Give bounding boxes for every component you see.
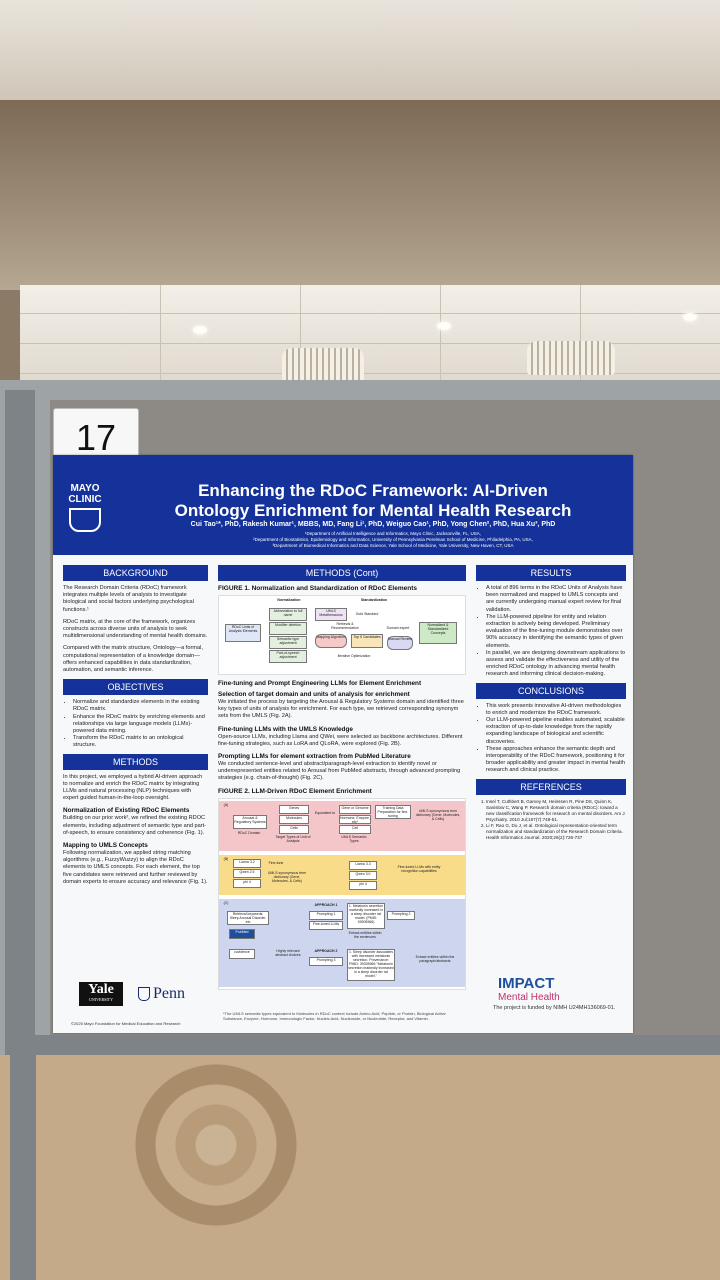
- ceiling-grid: [20, 285, 720, 395]
- fig2-panel-c: (C) Retrieval keywords: Sleep Arousal Di…: [219, 898, 465, 987]
- column-right: RESULTS A total of 896 terms in the RDoC…: [476, 565, 626, 841]
- list-item: Normalize and standardize elements in th…: [73, 699, 208, 713]
- research-poster: MAYO CLINIC Enhancing the RDoC Framework…: [53, 455, 633, 1033]
- ceiling-soffit: [0, 100, 720, 290]
- list-item: Enhance the RDoC matrix by enriching ele…: [73, 714, 208, 736]
- objectives-list: Normalize and standardize elements in th…: [63, 699, 208, 749]
- chandelier: [527, 341, 615, 375]
- ceiling-light: [437, 322, 451, 330]
- methods-heading: METHODS: [63, 753, 208, 770]
- fig2-panel-b: (B) Llama 3.2 Qwen 2.5 phi 4 Fine-tune U…: [219, 854, 465, 895]
- methods-cont-subhead: Fine-tuning and Prompt Engineering LLMs …: [218, 680, 422, 687]
- copyright-text: ©2025 Mayo Foundation for Medical Educat…: [71, 1021, 181, 1026]
- fig2-arousal: Arousal & Regulatory Systems: [233, 814, 267, 829]
- list-item: Transform the RDoC matrix to an ontologi…: [73, 735, 208, 749]
- fig1-rdoc-box: RDoC Units of Analysis Elements: [225, 624, 261, 642]
- column-left: BACKGROUND The Research Domain Criteria …: [63, 565, 208, 891]
- poster-header: MAYO CLINIC Enhancing the RDoC Framework…: [53, 455, 633, 555]
- methods-cont-subhead: Fine-tuning LLMs with the UMLS Knowledge: [218, 725, 353, 733]
- figure2-title: FIGURE 2. LLM-Driven RDoC Element Enrich…: [218, 787, 372, 795]
- references-list: Insel T, Cuthbert B, Garvey M, Heinssen …: [476, 799, 626, 841]
- methods-cont-text: Open-source LLMs, including Llama and QW…: [218, 733, 463, 747]
- references-heading: REFERENCES: [476, 778, 626, 795]
- fig1-step: Semantic type adjustment: [269, 636, 307, 649]
- fig1-domain: Domain expert: [385, 626, 411, 634]
- author-list: Cui Tao¹*, PhD, Rakesh Kumar¹, MBBS, MD,…: [190, 521, 556, 528]
- methods-cont-subhead: Prompting LLMs for element extraction fr…: [218, 753, 411, 761]
- fig1-label: Normalization: [277, 598, 301, 602]
- methods-subhead: Mapping to UMLS Concepts: [63, 842, 148, 850]
- figure2-diagram: (A) Arousal & Regulatory Systems RDoC Do…: [218, 797, 466, 990]
- poster-number: 17: [75, 417, 117, 458]
- ceiling-upper: [0, 0, 720, 100]
- impact-mental-health-logo: IMPACT Mental Health: [498, 975, 560, 1003]
- methods-subhead: Normalization of Existing RDoC Elements: [63, 807, 190, 815]
- list-item: A total of 896 terms in the RDoC Units o…: [486, 585, 626, 614]
- figure2-footnote: *The UMLS semantic types equivalent to M…: [223, 1011, 446, 1021]
- results-list: A total of 896 terms in the RDoC Units o…: [476, 585, 626, 679]
- methods-cont-heading: METHODS (Cont): [218, 565, 466, 581]
- methods-text: In this project, we employed a hybrid AI…: [63, 773, 203, 802]
- conclusions-list: This work presents innovative AI-driven …: [476, 703, 626, 775]
- ceiling-light: [683, 313, 697, 321]
- yale-logo: Yale UNIVERSITY: [79, 982, 123, 1006]
- fig1-mapping: Mapping Algorithm: [315, 634, 347, 648]
- methods-text: Following normalization, we applied stri…: [63, 850, 208, 885]
- poster-title: Enhancing the RDoC Framework: AI-Driven …: [174, 481, 572, 520]
- fig1-label: Standardization: [360, 598, 388, 602]
- penn-logo: Penn: [138, 985, 185, 1003]
- fig1-step: Retrieval & Recommendation: [323, 622, 367, 630]
- chandelier: [282, 348, 364, 382]
- fig1-step: Part-of-speech adjustment: [269, 650, 307, 663]
- list-item: These approaches enhance the semantic de…: [486, 746, 626, 775]
- mayo-clinic-logo: MAYO CLINIC: [65, 483, 105, 532]
- board-post-leg: [10, 1055, 36, 1280]
- ceiling-light: [193, 326, 207, 334]
- list-item: Insel T, Cuthbert B, Garvey M, Heinssen …: [486, 799, 626, 823]
- fig1-step: Gold Standard: [351, 612, 383, 620]
- column-middle: METHODS (Cont) FIGURE 1. Normalization a…: [218, 565, 466, 995]
- fig1-iterative: Iterative Optimization: [329, 654, 379, 662]
- background-heading: BACKGROUND: [63, 565, 208, 581]
- funding-note: The project is funded by NIMH U24MH13606…: [493, 1005, 616, 1011]
- fig2-panel-a: (A) Arousal & Regulatory Systems RDoC Do…: [219, 800, 465, 851]
- objectives-heading: OBJECTIVES: [63, 679, 208, 696]
- figure1-diagram: Normalization Standardization RDoC Units…: [218, 595, 466, 675]
- fig1-step: Modifier deletion: [269, 622, 307, 635]
- figure1-title: FIGURE 1. Normalization and Standardizat…: [218, 585, 417, 592]
- methods-cont-text: We conducted sentence-level and abstract…: [218, 761, 461, 782]
- list-item: In parallel, we are designing downstream…: [486, 650, 626, 679]
- background-text: RDoC matrix, at the core of the framewor…: [63, 618, 208, 640]
- affiliations: ¹Department of Artificial Intelligence a…: [253, 531, 533, 548]
- conclusions-heading: CONCLUSIONS: [476, 682, 626, 699]
- fig1-top5: Top 5 Candidates: [351, 634, 383, 648]
- results-heading: RESULTS: [476, 565, 626, 581]
- shield-icon: [138, 987, 150, 1002]
- fig1-normalized: Normalized & Standardized Concepts: [419, 622, 457, 644]
- fig1-review: Manual Review: [387, 636, 413, 650]
- board-rail-bottom: [30, 1035, 720, 1057]
- background-text: The Research Domain Criteria (RDoC) fram…: [63, 585, 194, 613]
- methods-cont-text: We initiated the process by targeting th…: [218, 699, 464, 720]
- shield-icon: [69, 508, 101, 532]
- list-item: The LLM-powered pipeline for entity and …: [486, 614, 626, 650]
- carpet-floor: [0, 1055, 720, 1280]
- background-text: Compared with the matrix structure, Onto…: [63, 645, 203, 674]
- methods-text: Building on our prior work², we refined …: [63, 815, 207, 836]
- list-item: This work presents innovative AI-driven …: [486, 703, 626, 717]
- list-item: Our LLM-powered pipeline enables automat…: [486, 717, 626, 746]
- fig1-step: Abbreviation to full name: [269, 608, 307, 621]
- methods-cont-subhead: Selection of target domain and units of …: [218, 691, 410, 698]
- fig1-umls: UMLS Metathesaurus: [315, 608, 347, 621]
- list-item: Li F, Rao G, Du J, et al. Ontological re…: [486, 823, 626, 841]
